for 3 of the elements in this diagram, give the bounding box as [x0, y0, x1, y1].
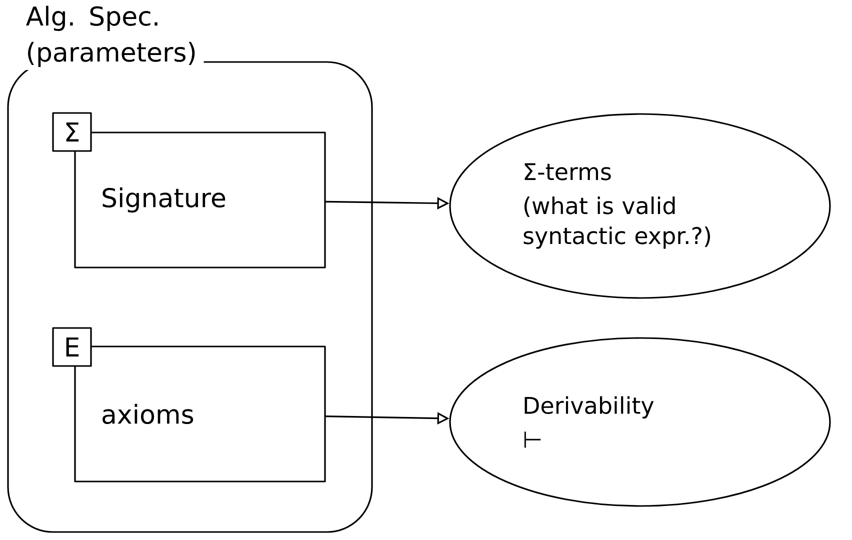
tag-box: Σ	[52, 112, 92, 152]
node-label: Alg. Spec. (parameters)	[26, 6, 195, 67]
tag-box: E	[52, 327, 92, 367]
